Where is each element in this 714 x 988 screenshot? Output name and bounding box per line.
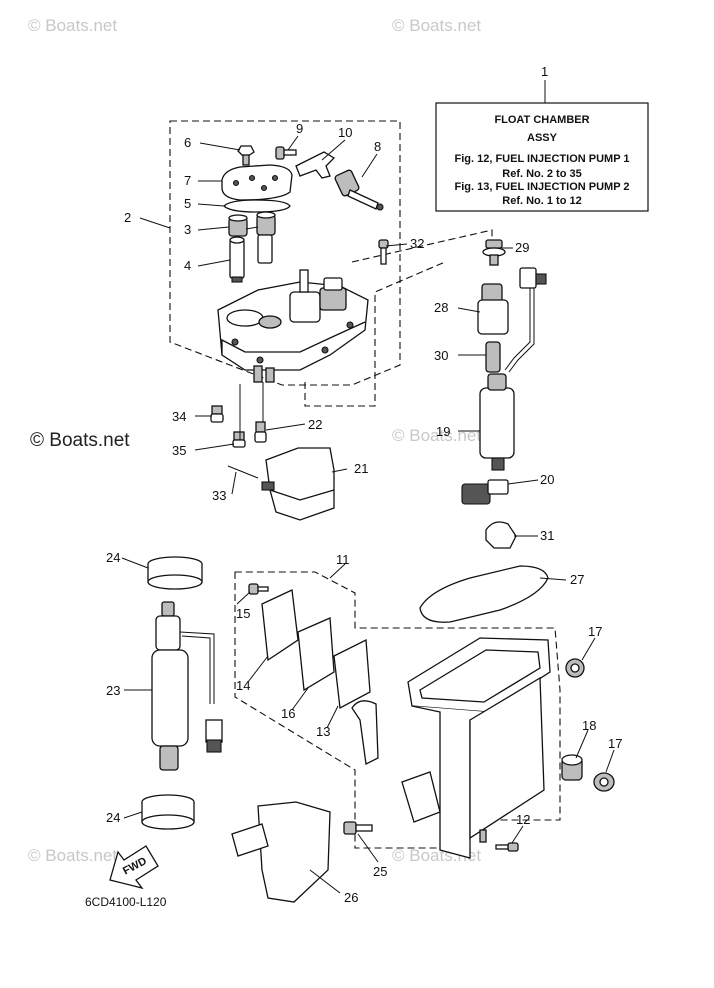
part-number-labels: 1 2 3 4 5 6 7 8 9 10 11 12 13 14 15 16 1…	[106, 64, 622, 905]
part-9-screw	[275, 146, 297, 160]
part-8-sensor	[334, 169, 384, 211]
part-24-grommet-bottom	[141, 794, 195, 830]
part-19-pump	[479, 373, 515, 471]
legend-line-6: Ref. No. 1 to 12	[502, 195, 581, 207]
part-label-27: 27	[570, 572, 584, 587]
part-label-35: 35	[172, 443, 186, 458]
part-label-11: 11	[336, 552, 350, 567]
part-35-screw	[232, 431, 246, 448]
part-label-4: 4	[184, 258, 191, 273]
part-label-8: 8	[374, 139, 381, 154]
part-label-33: 33	[212, 488, 226, 503]
watermark-top-right: © Boats.net	[392, 16, 481, 35]
part-6-screw	[237, 145, 255, 166]
part-label-28: 28	[434, 300, 448, 315]
part-28-filter	[477, 283, 509, 335]
part-label-22: 22	[308, 417, 322, 432]
part-label-9: 9	[296, 121, 303, 136]
leader-lines	[121, 135, 615, 894]
part-34-screw	[210, 405, 224, 423]
part-32-screw	[378, 239, 389, 265]
part-26-bracket	[231, 801, 331, 903]
part-17-cap-bottom	[593, 772, 615, 792]
legend-line-5: Fig. 13, FUEL INJECTION PUMP 2	[454, 181, 629, 193]
part-label-30: 30	[434, 348, 448, 363]
part-10-bracket	[295, 151, 336, 179]
watermark-top-left: © Boats.net	[28, 16, 117, 35]
part-label-17-bottom: 17	[608, 736, 622, 751]
group-outline-link-2	[304, 261, 446, 407]
part-12-screw	[495, 842, 519, 852]
part-label-26: 26	[344, 890, 358, 905]
legend-box: FLOAT CHAMBER ASSY Fig. 12, FUEL INJECTI…	[435, 102, 649, 212]
part-5-gasket	[223, 199, 291, 213]
part-label-1: 1	[541, 64, 548, 79]
part-label-19: 19	[436, 424, 450, 439]
part-20-filter	[461, 479, 509, 505]
part-label-13: 13	[316, 724, 330, 739]
part-27-gasket	[419, 565, 549, 623]
legend-line-1: FLOAT CHAMBER	[494, 114, 589, 126]
part-30-sleeve	[485, 341, 501, 373]
legend-line-2: ASSY	[527, 132, 558, 144]
part-label-2: 2	[124, 210, 131, 225]
part-label-18: 18	[582, 718, 596, 733]
legend-line-4: Ref. No. 2 to 35	[502, 168, 581, 180]
watermark-bottom-left: © Boats.net	[28, 846, 117, 865]
part-24-grommet-top	[147, 556, 203, 590]
part-label-5: 5	[184, 196, 191, 211]
part-label-10: 10	[338, 125, 352, 140]
part-16-gasket	[297, 617, 335, 692]
part-18-grommet	[561, 754, 583, 781]
part-label-23: 23	[106, 683, 120, 698]
part-label-32: 32	[410, 236, 424, 251]
part-label-15: 15	[236, 606, 250, 621]
part-label-24-bottom: 24	[106, 810, 120, 825]
part-13-gasket	[333, 638, 371, 710]
part-label-34: 34	[172, 409, 186, 424]
part-29-cap	[482, 239, 506, 266]
group-outline-link-1	[351, 229, 493, 263]
diagram-code: 6CD4100-L120	[85, 895, 167, 909]
part-label-6: 6	[184, 135, 191, 150]
part-4-needle-valve	[229, 236, 245, 283]
group-outline-float-chamber	[169, 120, 401, 386]
part-label-31: 31	[540, 528, 554, 543]
part-label-25: 25	[373, 864, 387, 879]
part-23-fuel-pump	[151, 601, 223, 771]
legend-line-3: Fig. 12, FUEL INJECTION PUMP 1	[454, 153, 629, 165]
part-31-holder	[485, 521, 517, 549]
part-33-pin	[227, 465, 259, 479]
wire-harness	[504, 267, 547, 373]
part-7-cover	[221, 164, 293, 201]
part-21-cover	[261, 447, 335, 521]
part-22-plug	[254, 421, 267, 443]
part-label-12: 12	[516, 812, 530, 827]
part-label-3: 3	[184, 222, 191, 237]
part-label-29: 29	[515, 240, 529, 255]
part-label-24-top: 24	[106, 550, 120, 565]
part-label-20: 20	[540, 472, 554, 487]
part-label-21: 21	[354, 461, 368, 476]
fwd-arrow-icon: FWD	[109, 845, 159, 890]
part-17-cap-top	[565, 658, 585, 678]
part-label-7: 7	[184, 173, 191, 188]
watermark-main: © Boats.net	[30, 430, 130, 451]
float-chamber-body	[217, 269, 369, 383]
group-outline-vapor-separator	[234, 571, 561, 849]
vapor-separator-body	[401, 637, 551, 859]
part-14-plate	[261, 589, 299, 662]
part-label-16: 16	[281, 706, 295, 721]
part-25-bolt	[343, 821, 373, 835]
bracket-left	[351, 700, 379, 765]
part-label-17-top: 17	[588, 624, 602, 639]
part-15-screw	[248, 583, 269, 595]
part-label-14: 14	[236, 678, 250, 693]
